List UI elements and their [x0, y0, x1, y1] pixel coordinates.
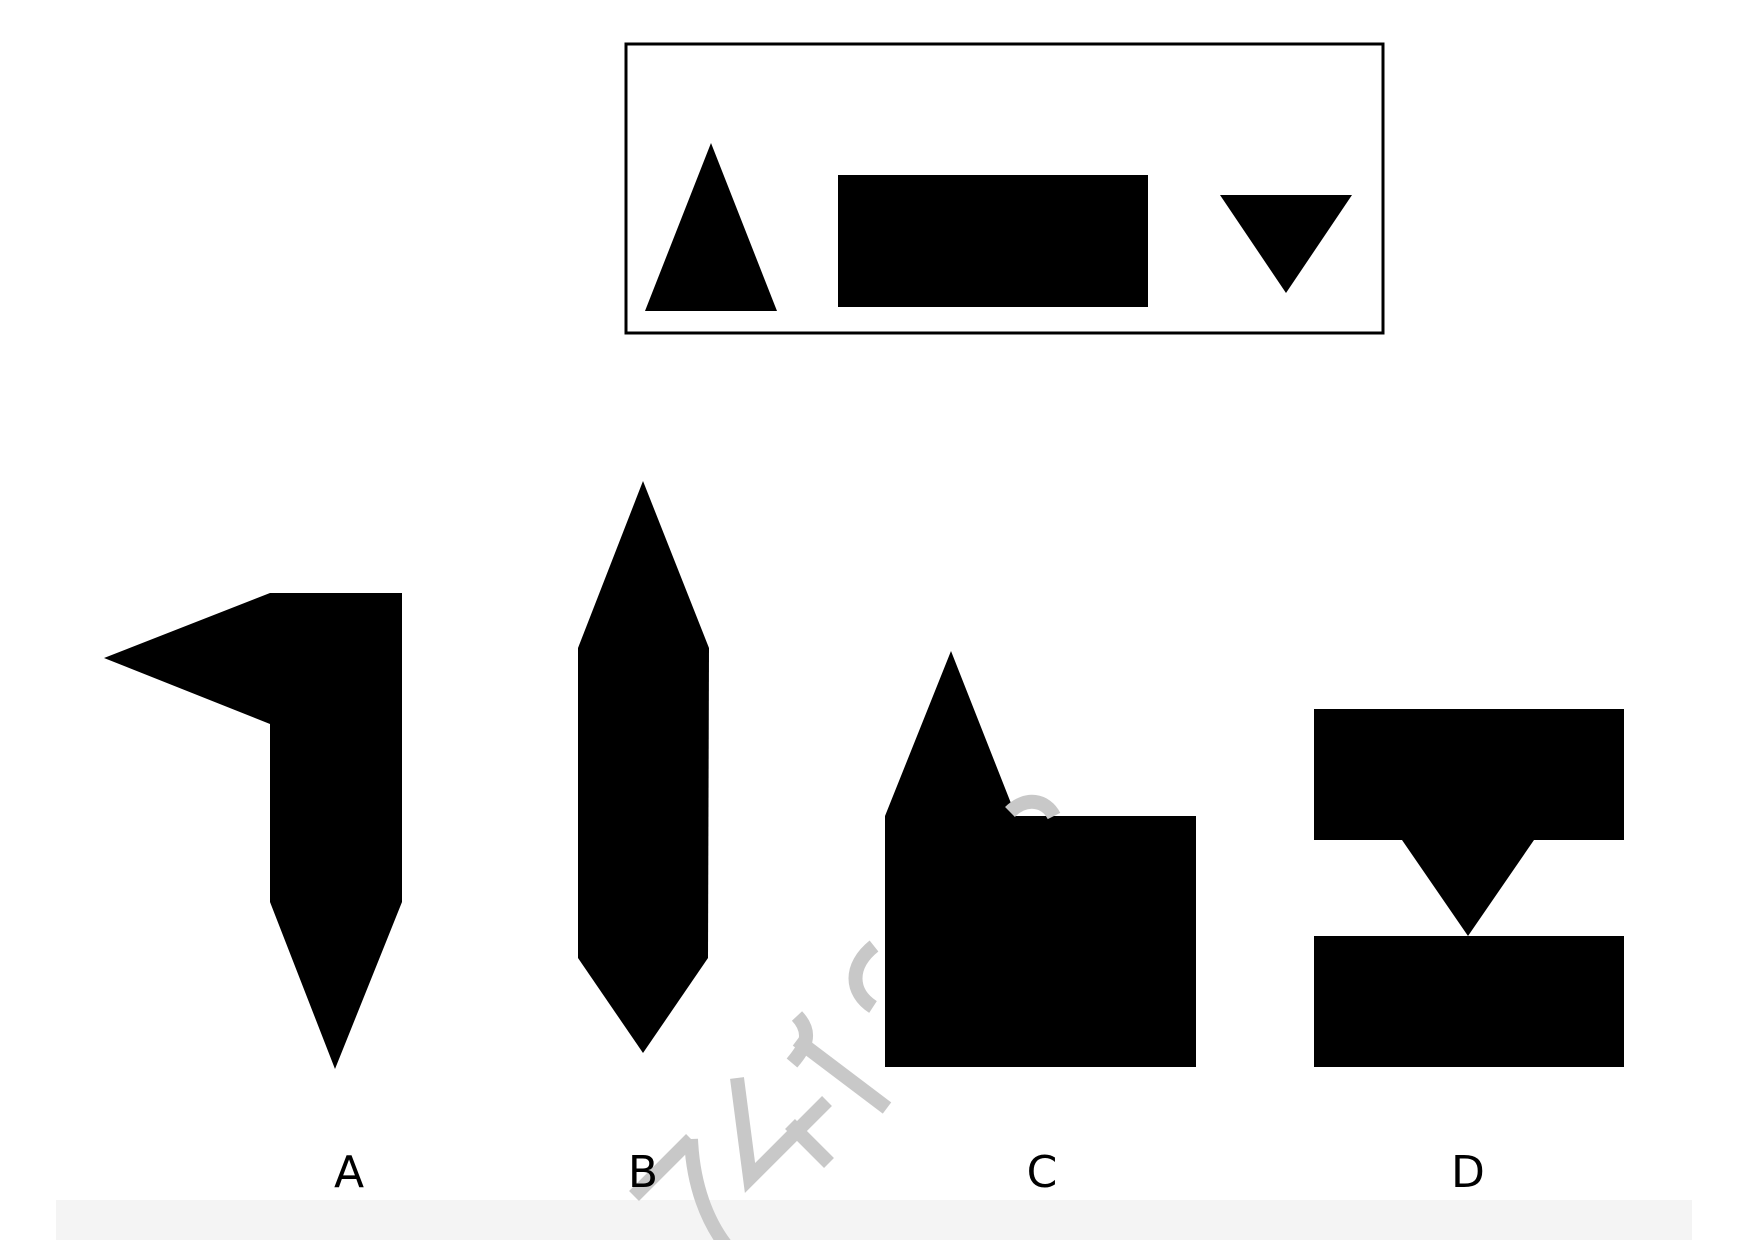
watermark-graphic [629, 795, 1061, 1240]
piece-triangle-down [1220, 195, 1352, 293]
option-d-label: D [1451, 1147, 1485, 1198]
option-d-bottom-rect [1314, 936, 1624, 1067]
option-b-label: B [628, 1147, 658, 1198]
bottom-shade-strip [56, 1200, 1692, 1240]
option-c-label: C [1027, 1147, 1058, 1198]
option-a-figure[interactable] [104, 593, 402, 1069]
question-frame [624, 42, 1385, 335]
option-b-shape [578, 481, 709, 1053]
option-a-label: A [334, 1147, 364, 1198]
piece-rectangle [838, 175, 1148, 307]
option-a-shape [104, 593, 402, 1069]
option-d-figure[interactable] [1314, 709, 1624, 1067]
question-panel [624, 42, 1385, 335]
option-b-figure[interactable] [578, 481, 709, 1053]
piece-triangle-up [645, 143, 777, 311]
option-d-top-shape [1314, 709, 1624, 936]
option-c-figure[interactable] [885, 651, 1196, 1067]
option-c-shape [885, 651, 1196, 1067]
